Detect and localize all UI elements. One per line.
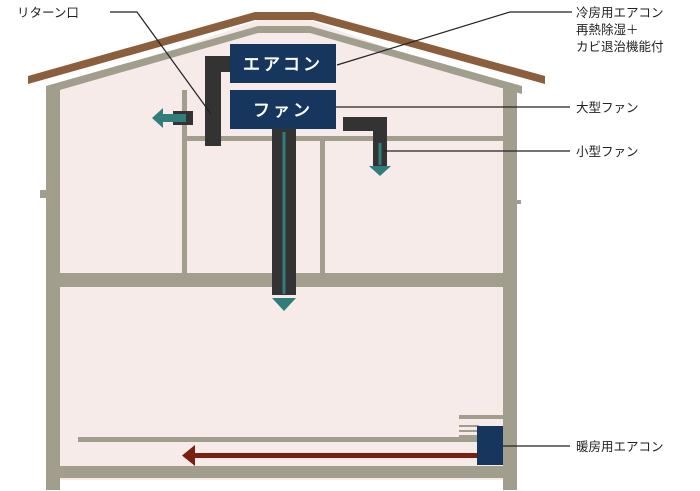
- aircon-box-label: エアコン: [243, 55, 323, 75]
- return-duct-vertical: [205, 56, 221, 146]
- grille-line-2: [459, 430, 479, 432]
- trim-left: [40, 190, 46, 198]
- roof: [28, 12, 545, 84]
- attic-beam: [185, 136, 503, 141]
- aircon-box: [230, 44, 336, 83]
- main-duct-airflow-line: [282, 132, 286, 294]
- label-cooling-aircon-line2: 再熱除湿＋: [576, 22, 639, 37]
- label-return-outlet: リターン口: [17, 5, 79, 20]
- fan-box-label: ファン: [253, 101, 313, 121]
- grille-line-3: [459, 435, 479, 437]
- leader-cooling-aircon: [336, 11, 572, 66]
- grille-line-1: [459, 425, 479, 427]
- airflow-left-arrow-icon: [152, 108, 186, 128]
- small-fan-down-arrow-icon: [369, 166, 391, 176]
- small-fan-airflow-line: [378, 143, 382, 165]
- heat-flow-line: [192, 453, 477, 458]
- small-fan-duct-vertical: [373, 117, 387, 167]
- heating-grille: [459, 415, 503, 419]
- label-cooling-aircon-line1: 冷房用エアコン: [576, 5, 664, 20]
- label-large-fan: 大型ファン: [576, 100, 639, 115]
- airflow-down-arrow-icon: [272, 298, 296, 311]
- label-small-fan: 小型ファン: [576, 144, 639, 159]
- roof-underside: [46, 26, 522, 94]
- wall-left: [46, 86, 60, 490]
- trim-right: [517, 200, 521, 204]
- partition-2: [320, 141, 325, 273]
- heating-shelf: [78, 437, 478, 442]
- label-heating-aircon: 暖房用エアコン: [576, 439, 664, 454]
- heat-flow-arrow-left-icon: [182, 445, 195, 466]
- leader-return-outlet: [110, 11, 212, 115]
- heating-aircon-unit: [477, 426, 503, 465]
- ground-floor-base: [46, 466, 517, 478]
- label-cooling-aircon-line3: カビ退治機能付: [576, 39, 664, 54]
- partition-1: [182, 90, 187, 273]
- wall-right: [503, 86, 517, 490]
- fan-box: [230, 90, 336, 129]
